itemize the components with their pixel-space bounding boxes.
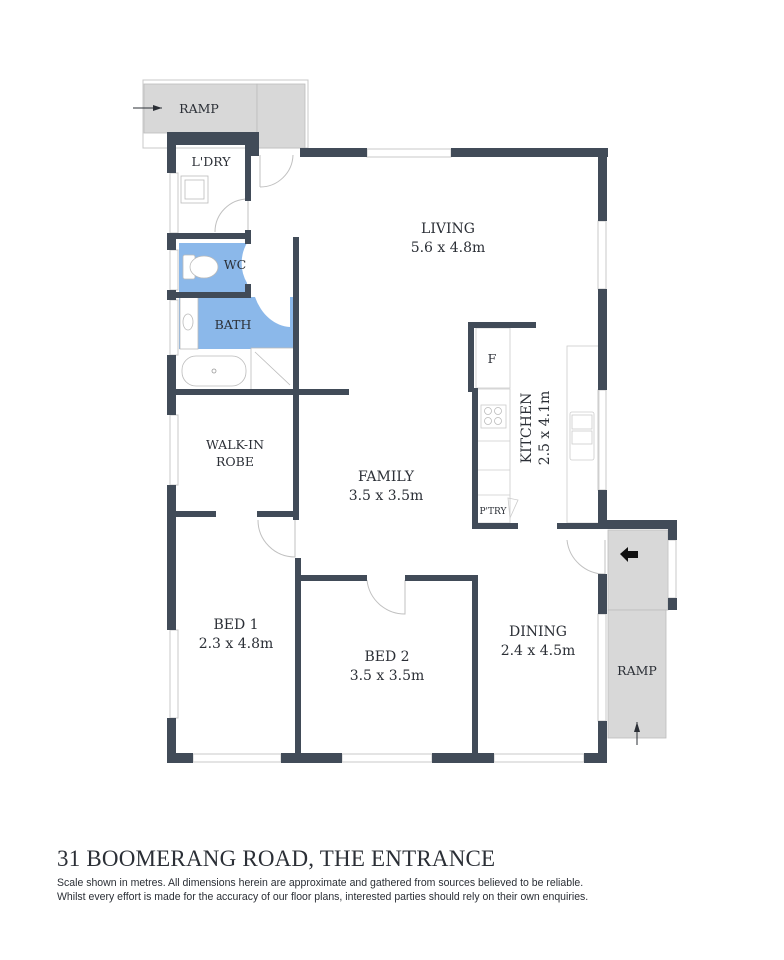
kitchen-fittings [475, 327, 600, 524]
bed2-label: BED 2 [364, 649, 409, 665]
ramp-side [607, 529, 669, 745]
kitchen-label: KITCHEN [519, 393, 535, 464]
bed2-size: 3.5 x 3.5m [350, 668, 425, 684]
ramp-side-label: RAMP [617, 663, 657, 678]
dining-label: DINING [509, 624, 567, 640]
entry-arrow-icon [620, 547, 638, 562]
disclaimer-line-2: Whilst every effort is made for the accu… [57, 891, 589, 903]
property-address: 31 BOOMERANG ROAD, THE ENTRANCE [57, 846, 496, 871]
up-arrow-icon [634, 722, 640, 732]
dining-size: 2.4 x 4.5m [501, 643, 576, 659]
walls [167, 132, 677, 763]
fridge-label: F [488, 351, 497, 366]
walk-in-robe-label: WALK-IN [206, 437, 264, 452]
family-size: 3.5 x 3.5m [349, 488, 424, 504]
living-size: 5.6 x 4.8m [411, 240, 486, 256]
walk-in-robe-label-2: ROBE [216, 454, 254, 469]
bath-label: BATH [215, 317, 252, 332]
family-label: FAMILY [358, 469, 415, 485]
kitchen-size: 2.5 x 4.1m [537, 391, 553, 466]
disclaimer: Scale shown in metres. All dimensions he… [57, 876, 764, 904]
living-label: LIVING [421, 221, 475, 237]
disclaimer-line-1: Scale shown in metres. All dimensions he… [57, 877, 584, 889]
wc-label: WC [224, 257, 246, 272]
wet-areas [179, 243, 296, 391]
plan-footer: 31 BOOMERANG ROAD, THE ENTRANCE Scale sh… [57, 846, 757, 904]
pantry-label: P'TRY [480, 507, 508, 517]
bed1-size: 2.3 x 4.8m [199, 636, 274, 652]
door-swings [214, 154, 606, 615]
ramp-top [133, 79, 309, 149]
ramp-top-label: RAMP [179, 101, 219, 116]
bed1-label: BED 1 [213, 617, 258, 633]
laundry-label: L'DRY [191, 154, 231, 169]
